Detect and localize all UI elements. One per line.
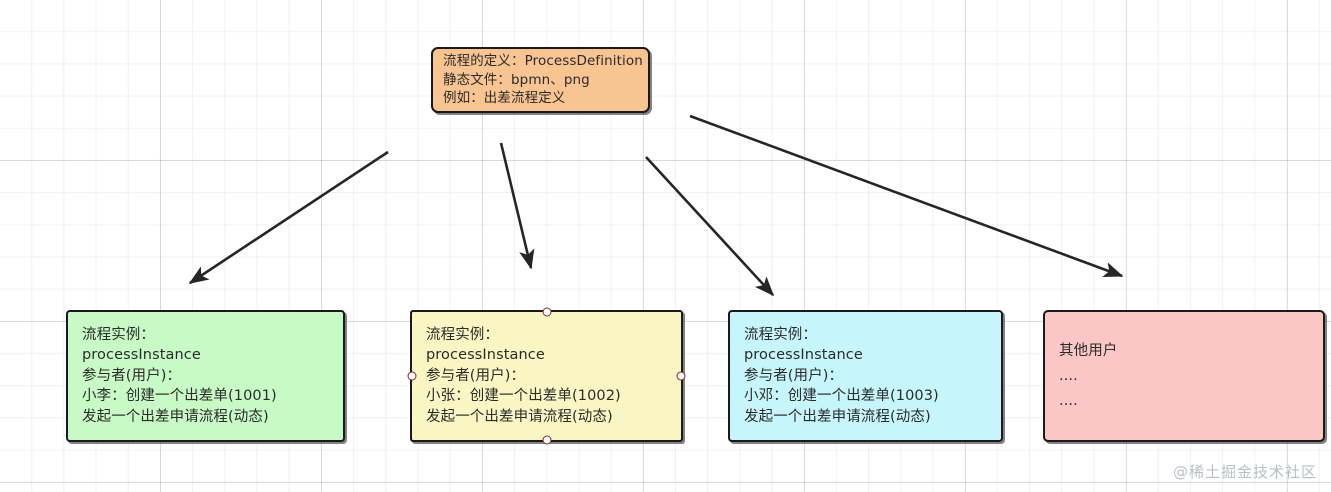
resize-handle-right[interactable] [676, 371, 686, 381]
node-process-definition[interactable]: 流程的定义：ProcessDefinition 静态文件：bpmn、png 例如… [431, 47, 650, 113]
node-process-instance-1001-text: 流程实例： processInstance 参与者(用户)： 小李：创建一个出差… [82, 326, 277, 425]
connector-definition-to-other-users [689, 114, 1124, 278]
node-process-instance-1003[interactable]: 流程实例： processInstance 参与者(用户)： 小邓：创建一个出差… [728, 310, 1003, 442]
node-process-instance-1002[interactable]: 流程实例： processInstance 参与者(用户)： 小张：创建一个出差… [407, 307, 686, 445]
watermark: @稀土掘金技术社区 [1172, 463, 1317, 481]
node-process-instance-1003-text: 流程实例： processInstance 参与者(用户)： 小邓：创建一个出差… [744, 326, 939, 425]
node-process-definition-text: 流程的定义：ProcessDefinition 静态文件：bpmn、png 例如… [443, 53, 643, 107]
connector-definition-to-instance-3 [645, 156, 775, 297]
node-process-instance-1001[interactable]: 流程实例： processInstance 参与者(用户)： 小李：创建一个出差… [66, 310, 345, 442]
resize-handle-left[interactable] [407, 371, 417, 381]
connector-definition-to-instance-1 [188, 150, 389, 285]
resize-handle-top[interactable] [542, 307, 551, 317]
node-other-users[interactable]: 其他用户 .... .... [1043, 310, 1325, 442]
node-other-users-text: 其他用户 .... .... [1059, 342, 1118, 409]
resize-handle-bottom[interactable] [542, 435, 551, 445]
connector-definition-to-instance-2 [499, 142, 535, 270]
node-process-instance-1002-text: 流程实例： processInstance 参与者(用户)： 小张：创建一个出差… [426, 326, 621, 425]
